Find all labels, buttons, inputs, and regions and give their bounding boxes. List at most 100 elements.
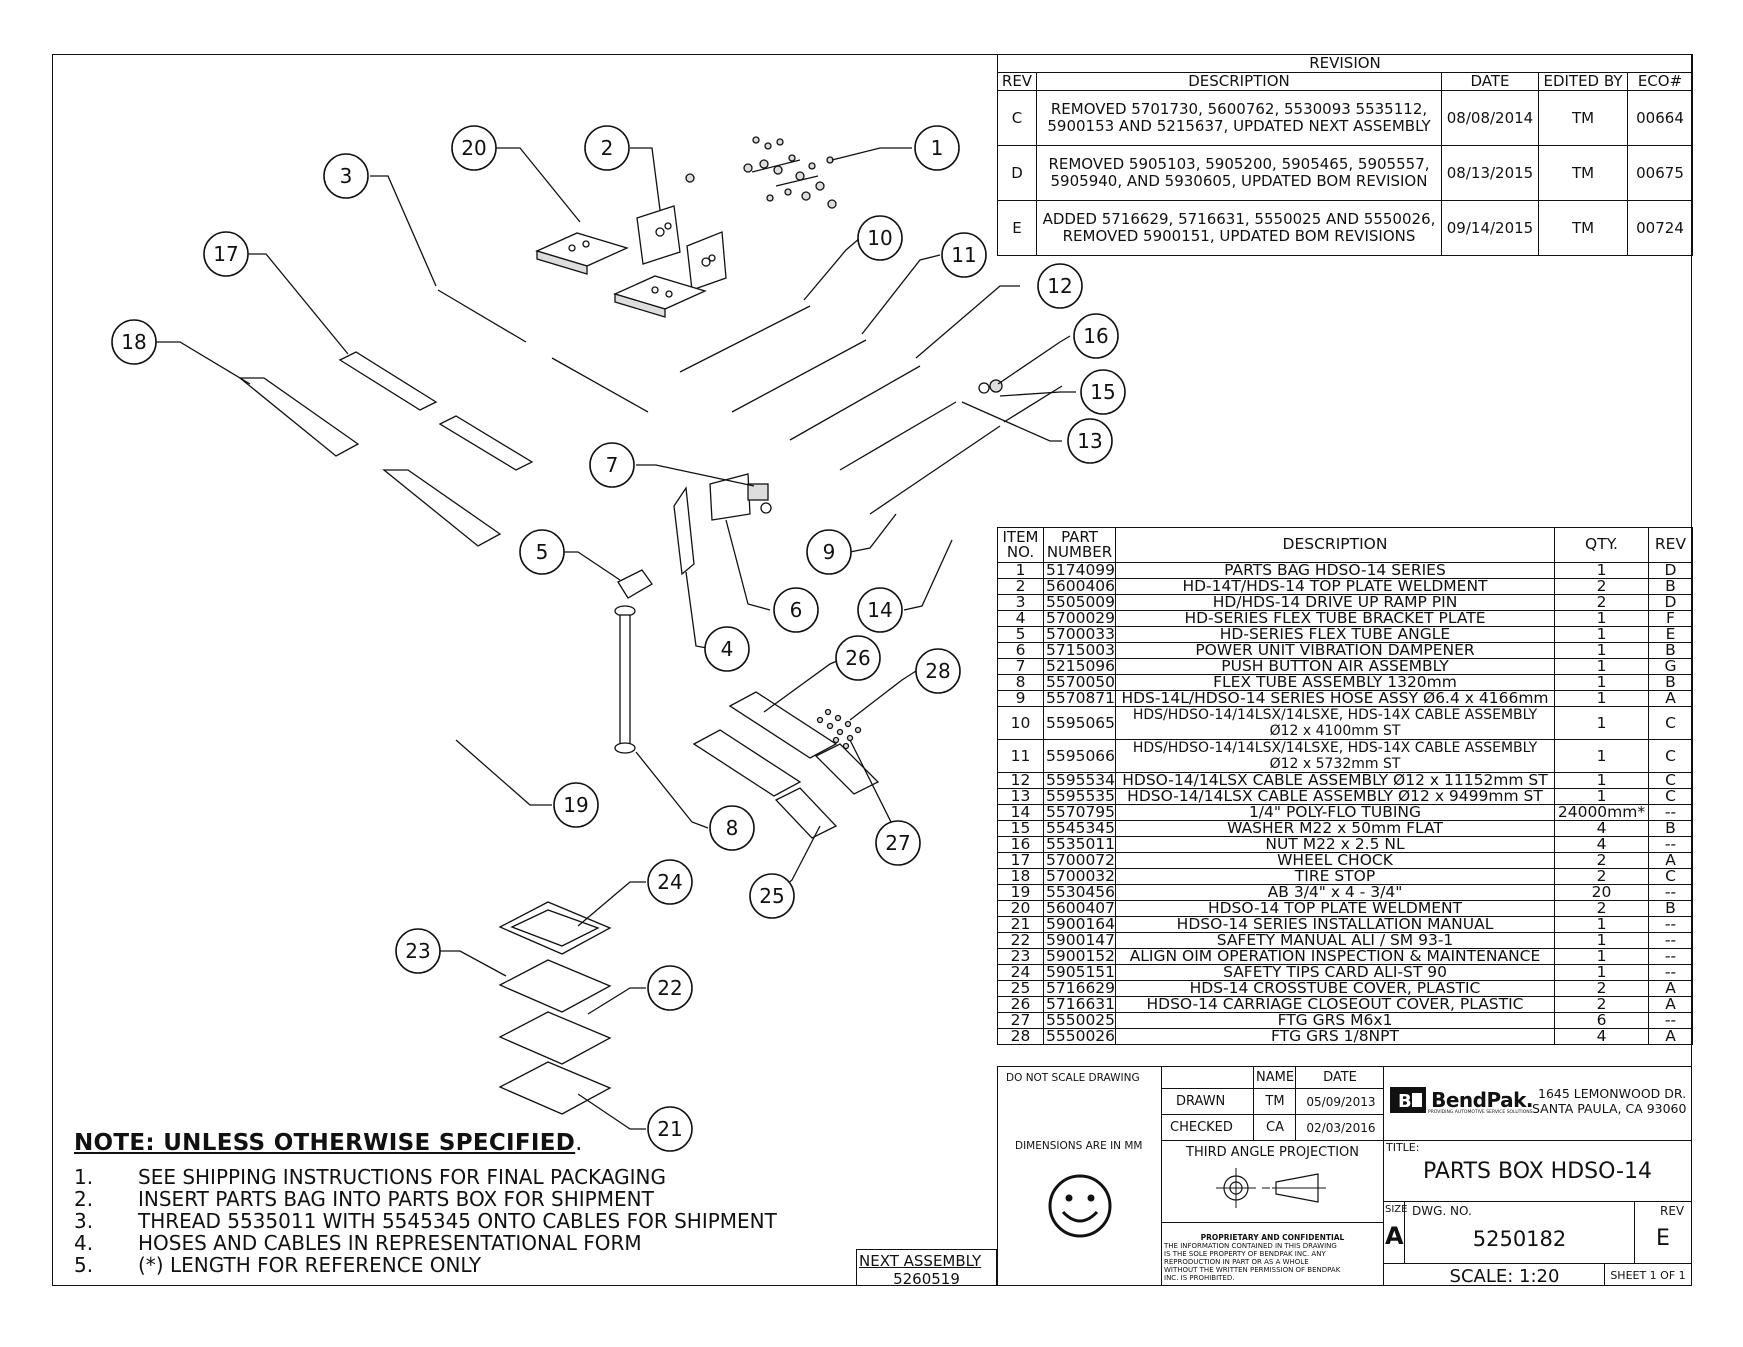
bom-cell-qty: 1 — [1554, 788, 1649, 805]
bom-cell-qty: 1 — [1554, 674, 1649, 691]
bom-cell-qty: 1 — [1554, 706, 1649, 740]
parts — [238, 136, 1063, 1115]
bom-cell-part: 5700032 — [1043, 868, 1116, 885]
rev-description: REMOVED 5905103, 5905200, 5905465, 59055… — [1036, 145, 1442, 201]
callout-balloon: 9 — [806, 529, 852, 575]
rev-date: 09/14/2015 — [1441, 200, 1539, 256]
bom-cell-part: 5570795 — [1043, 804, 1116, 821]
date-label: DATE — [1323, 1070, 1357, 1085]
balloon-label: 16 — [1083, 324, 1108, 348]
bom-cell-qty: 2 — [1554, 578, 1649, 595]
bendpak-logo: B BendPak. — [1390, 1087, 1533, 1113]
balloon-label: 9 — [823, 540, 836, 564]
note-item: 5. (*) LENGTH FOR REFERENCE ONLY — [74, 1254, 777, 1276]
svg-text:B: B — [1398, 1091, 1412, 1112]
bom-cell-part: 5715003 — [1043, 642, 1116, 659]
title-label: TITLE: — [1386, 1141, 1420, 1154]
bom-cell-qty: 4 — [1554, 820, 1649, 837]
balloon-label: 19 — [563, 793, 588, 817]
bom-cell-item: 23 — [997, 948, 1044, 965]
bom-cell-description: HDS-14L/HDSO-14 SERIES HOSE ASSY Ø6.4 x … — [1115, 690, 1555, 707]
balloon-label: 28 — [925, 659, 950, 683]
rev-col-header: DATE — [1441, 72, 1539, 91]
bom-cell-rev: C — [1648, 739, 1693, 773]
note-text: (*) LENGTH FOR REFERENCE ONLY — [138, 1253, 482, 1277]
balloon-circle — [914, 125, 960, 171]
rev-eco: 00724 — [1627, 200, 1693, 256]
note-number: 5. — [74, 1253, 94, 1277]
bom-cell-part: 5900147 — [1043, 932, 1116, 949]
bom-cell-rev: -- — [1648, 884, 1693, 901]
revision-row: E ADDED 5716629, 5716631, 5550025 AND 55… — [997, 200, 1693, 256]
callout-balloon: 3 — [323, 153, 369, 199]
next-assembly-label: NEXT ASSEMBLY — [859, 1252, 982, 1270]
balloon-circle — [857, 587, 903, 633]
bom-cell-item: 11 — [997, 739, 1044, 773]
rev-eco: 00664 — [1627, 90, 1693, 146]
balloon-label: 11 — [951, 243, 976, 267]
balloons: 1234567891011121314151617181920212223242… — [111, 125, 1126, 1152]
bom-cell-part: 5900152 — [1043, 948, 1116, 965]
balloon-circle — [806, 529, 852, 575]
bom-cell-qty: 4 — [1554, 1028, 1649, 1045]
bom-cell-description: HDSO-14/14LSX CABLE ASSEMBLY Ø12 x 11152… — [1115, 772, 1555, 789]
dwg-no-value: 5250182 — [1472, 1227, 1567, 1251]
balloon-circle — [941, 232, 987, 278]
drawn-name: TM — [1265, 1094, 1285, 1109]
bom-cell-qty: 2 — [1554, 900, 1649, 917]
callout-balloon: 19 — [553, 782, 599, 828]
bom-cell-rev: -- — [1648, 948, 1693, 965]
callout-balloon: 15 — [1080, 369, 1126, 415]
balloon-circle — [1037, 263, 1083, 309]
bom-cell-description: HD-SERIES FLEX TUBE ANGLE — [1115, 626, 1555, 643]
callout-balloon: 17 — [203, 231, 249, 277]
bom-cell-description: POWER UNIT VIBRATION DAMPENER — [1115, 642, 1555, 659]
callout-balloon: 7 — [589, 442, 635, 488]
drawing-title: PARTS BOX HDSO-14 — [1423, 1159, 1652, 1184]
next-assembly-box: NEXT ASSEMBLY 5260519 — [856, 1249, 997, 1288]
bom-cell-rev: A — [1648, 690, 1693, 707]
bom-cell-rev: -- — [1648, 1012, 1693, 1029]
bom-cell-item: 21 — [997, 916, 1044, 933]
rev-editor: TM — [1538, 90, 1628, 146]
callout-balloon: 4 — [704, 626, 750, 672]
projection-label: THIRD ANGLE PROJECTION — [1186, 1145, 1359, 1160]
rev-value: E — [1656, 1226, 1670, 1251]
balloon-circle — [1067, 418, 1113, 464]
bom-cell-part: 5716629 — [1043, 980, 1116, 997]
bom-cell-description: ALIGN OIM OPERATION INSPECTION & MAINTEN… — [1115, 948, 1555, 965]
rev-letter: E — [997, 200, 1037, 256]
balloon-circle — [875, 820, 921, 866]
callout-balloon: 8 — [709, 805, 755, 851]
bom-cell-part: 5595535 — [1043, 788, 1116, 805]
callout-balloon: 16 — [1073, 313, 1119, 359]
balloon-label: 14 — [867, 598, 892, 622]
bom-cell-item: 12 — [997, 772, 1044, 789]
balloon-label: 7 — [606, 453, 619, 477]
bom-cell-rev: B — [1648, 642, 1693, 659]
checked-name: CA — [1266, 1120, 1284, 1135]
bom-cell-qty: 1 — [1554, 610, 1649, 627]
balloon-circle — [584, 125, 630, 171]
proprietary-title: PROPRIETARY AND CONFIDENTIAL — [1200, 1233, 1345, 1242]
balloon-circle — [647, 965, 693, 1011]
bom-cell-qty: 1 — [1554, 932, 1649, 949]
bom-cell-item: 27 — [997, 1012, 1044, 1029]
note-number: 4. — [74, 1231, 94, 1255]
do-not-scale: DO NOT SCALE DRAWING — [1006, 1072, 1140, 1084]
bom-col-description: DESCRIPTION — [1115, 527, 1555, 563]
balloon-circle — [835, 635, 881, 681]
balloon-label: 4 — [721, 637, 734, 661]
bom-cell-part: 5505009 — [1043, 594, 1116, 611]
revision-table: REVISION REV DESCRIPTION DATE EDITED BY … — [997, 54, 1693, 256]
